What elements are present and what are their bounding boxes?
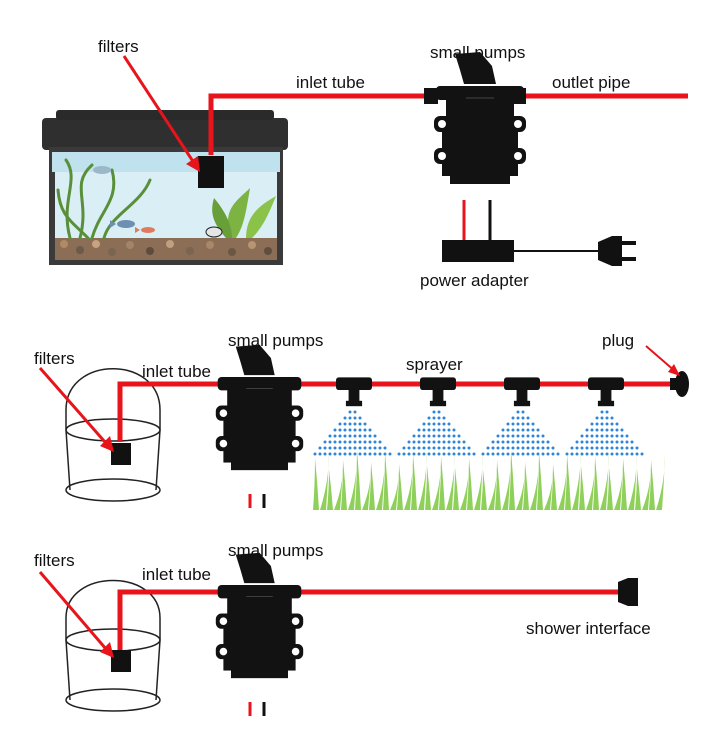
spray-patterns <box>313 410 644 456</box>
grass-bed <box>313 449 665 510</box>
small-pump-icon <box>215 552 304 679</box>
filter-block <box>198 156 224 188</box>
label-filters: filters <box>34 349 75 368</box>
label-filters: filters <box>34 551 75 570</box>
diagram-sprayer: filters inlet tube small pumps sprayer p… <box>34 331 689 510</box>
bucket-outline <box>65 368 161 502</box>
fish <box>93 166 223 238</box>
filters-arrow <box>38 367 114 451</box>
label-small-pumps: small pumps <box>228 331 323 350</box>
bucket-outline <box>65 579 161 712</box>
power-plug-icon <box>598 236 636 266</box>
label-inlet-tube: inlet tube <box>142 362 211 381</box>
filter-block <box>111 443 131 465</box>
inlet-tube-line <box>208 93 440 155</box>
end-plug-icon <box>670 371 689 397</box>
inlet-tube-line <box>117 589 218 650</box>
filter-block <box>111 650 131 672</box>
sprayer-nozzle <box>504 377 540 407</box>
small-pump-icon <box>433 52 527 185</box>
label-shower-interface: shower interface <box>526 619 651 638</box>
label-inlet-tube: inlet tube <box>296 73 365 92</box>
label-plug: plug <box>602 331 634 350</box>
label-outlet-pipe: outlet pipe <box>552 73 630 92</box>
label-small-pumps: small pumps <box>430 43 525 62</box>
diagram-aquarium: filters inlet tube small pumps outlet pi… <box>42 37 688 290</box>
sprayer-nozzle <box>336 377 372 407</box>
plug-arrow <box>645 345 677 373</box>
aquarium-tank <box>42 110 288 265</box>
label-inlet-tube: inlet tube <box>142 565 211 584</box>
label-small-pumps: small pumps <box>228 541 323 560</box>
filters-arrow <box>38 571 114 657</box>
small-pump-icon <box>215 344 304 471</box>
aquarium-plants <box>56 158 152 240</box>
filters-arrow <box>122 55 198 167</box>
label-filters: filters <box>98 37 139 56</box>
inlet-tube-line <box>117 381 218 442</box>
shower-interface-icon <box>618 578 638 606</box>
sprayer-nozzle <box>588 377 624 407</box>
label-power-adapter: power adapter <box>420 271 529 290</box>
sprayer-nozzle <box>420 377 456 407</box>
diagram-shower: filters inlet tube small pumps shower in… <box>34 541 651 716</box>
gravel <box>60 240 272 256</box>
power-adapter-box <box>442 240 514 262</box>
label-sprayer: sprayer <box>406 355 463 374</box>
